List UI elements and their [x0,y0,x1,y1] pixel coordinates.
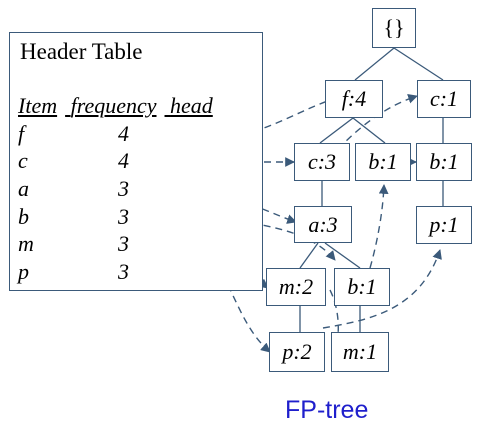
header-table-columns: Item frequency head [18,93,221,119]
row-item: f [18,121,25,146]
link-c3-to-c1 [329,94,418,159]
link-b1low-to-b1mid [369,184,389,269]
tree-node-b1-low: b:1 [334,268,390,306]
tree-node-c3: c:3 [294,143,350,181]
row-item: b [18,204,29,229]
link-a-to-a3 [227,197,297,224]
row-frequency: 3 [118,259,129,284]
row-frequency: 3 [118,231,129,256]
table-row: c 4 [18,148,168,174]
link-p-to-p2 [227,284,271,353]
header-table-title: Header Table [20,39,143,64]
column-item: Item [18,93,58,118]
fp-tree-caption: FP-tree [285,396,369,424]
tree-node-f4: f:4 [325,80,383,118]
column-frequency: frequency [70,93,157,118]
tree-node-root: {} [372,8,416,48]
header-table: Header Table Item frequency head f 4 c 4… [9,32,263,291]
tree-node-a3: a:3 [294,206,352,243]
edge-a3-m2 [299,242,319,269]
edge-root-c1 [393,47,444,81]
row-item: m [18,231,34,256]
row-frequency: 4 [118,121,129,146]
tree-node-b1-mid: b:1 [355,143,411,181]
table-row: b 3 [18,204,168,230]
column-head: head [170,93,213,118]
tree-node-p1-right: p:1 [416,206,472,244]
link-b1low-to-p1 [322,249,442,329]
row-frequency: 3 [118,176,129,201]
table-row: p 3 [18,259,168,285]
table-row: f 4 [18,121,168,147]
row-frequency: 3 [118,204,129,229]
tree-node-p2: p:2 [269,332,325,372]
edge-a3-b1low [324,242,361,269]
row-item: c [18,148,28,173]
row-item: a [18,176,29,201]
link-m2-to-m1 [329,289,343,353]
edge-f-b1mid [352,117,386,144]
row-item: p [18,259,29,284]
table-row: a 3 [18,176,168,202]
tree-node-m1: m:1 [331,332,389,372]
row-frequency: 4 [118,148,129,173]
edge-f-c3 [319,117,354,144]
tree-node-m2: m:2 [266,268,326,306]
tree-node-b1-right: b:1 [416,143,472,181]
table-row: m 3 [18,231,168,257]
tree-node-c1-top: c:1 [417,80,471,118]
edge-root-f [354,47,395,81]
